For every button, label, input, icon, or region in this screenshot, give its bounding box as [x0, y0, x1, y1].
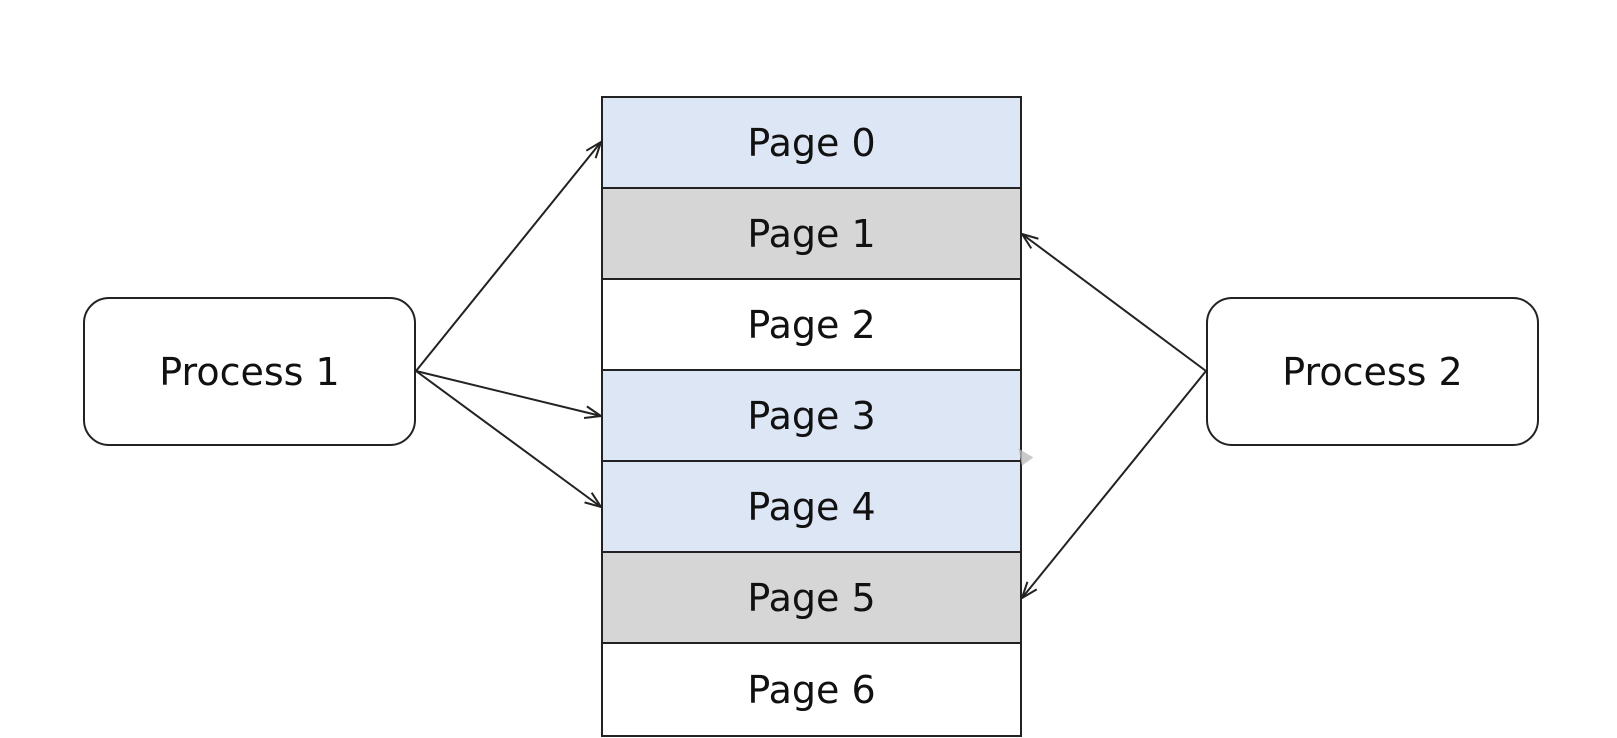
page-label: Page 6	[747, 667, 876, 712]
page-label: Page 5	[747, 575, 876, 620]
arrow-process1-page3	[415, 370, 601, 416]
page-row-1: Page 1	[603, 189, 1020, 280]
page-label: Page 4	[747, 484, 876, 529]
page-label: Page 1	[747, 211, 876, 256]
process-1-box: Process 1	[83, 297, 416, 446]
memory-page-table: Page 0 Page 1 Page 2 Page 3 Page 4 Page …	[601, 96, 1022, 737]
page-row-0: Page 0	[603, 98, 1020, 189]
page-label: Page 0	[747, 120, 876, 165]
arrow-process1-page0	[415, 142, 601, 372]
page-row-5: Page 5	[603, 553, 1020, 644]
page-row-2: Page 2	[603, 280, 1020, 371]
arrow-process1-page4	[415, 370, 601, 507]
page-row-6: Page 6	[603, 644, 1020, 735]
page-label: Page 2	[747, 302, 876, 347]
arrow-process2-page1	[1022, 234, 1207, 372]
process-2-box: Process 2	[1206, 297, 1539, 446]
page-label: Page 3	[747, 393, 876, 438]
page-row-4: Page 4	[603, 462, 1020, 553]
arrow-process2-page5	[1022, 370, 1207, 598]
process-2-label: Process 2	[1282, 349, 1463, 394]
process-1-label: Process 1	[159, 349, 340, 394]
page-row-3: Page 3	[603, 371, 1020, 462]
